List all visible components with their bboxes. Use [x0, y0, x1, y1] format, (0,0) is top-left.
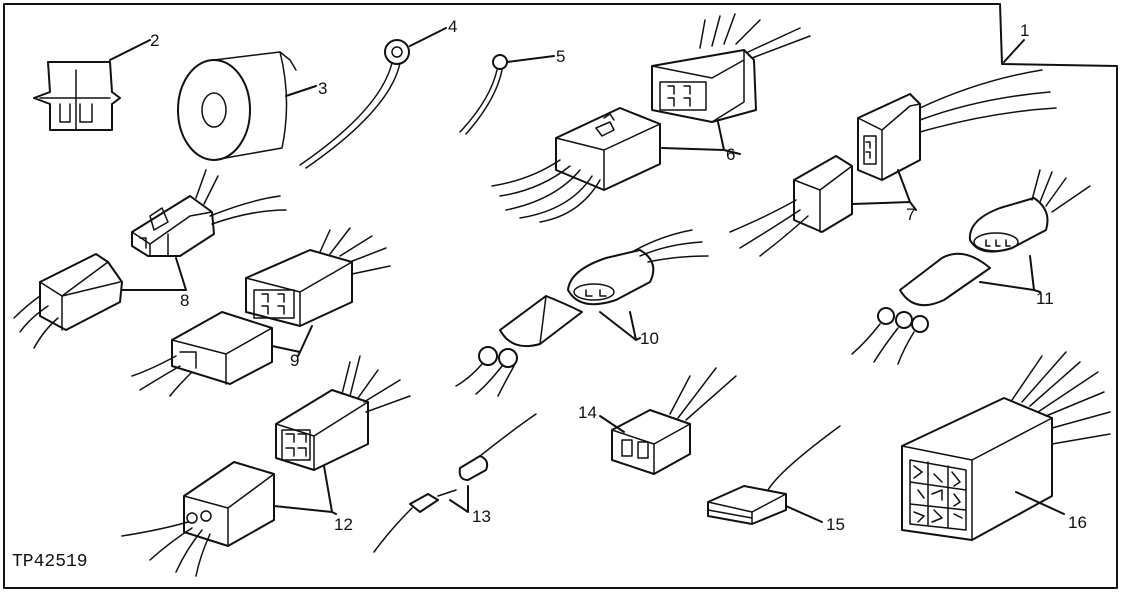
tape-roll-part [177, 51, 317, 161]
callout-4: 4 [448, 17, 457, 36]
callout-2: 2 [150, 31, 159, 50]
two-way-connector-part [729, 69, 1057, 257]
callout-5: 5 [556, 47, 565, 66]
ring-terminal-part [299, 27, 447, 169]
rectangular-connector-part [131, 227, 391, 397]
callout-3: 3 [318, 79, 327, 98]
two-way-socket-part [599, 367, 737, 475]
four-pin-connector-part [121, 355, 411, 577]
callout-12: 12 [334, 515, 353, 534]
callout-7: 7 [906, 205, 915, 224]
spade-connector-part [13, 169, 287, 349]
kit-panel-outline [3, 3, 1118, 589]
callout-16: 16 [1068, 513, 1087, 532]
multi-pin-connector-part [491, 13, 811, 223]
figure-id: TP42519 [12, 552, 88, 572]
callout-leader-1 [1003, 39, 1025, 63]
callout-8: 8 [180, 291, 189, 310]
splice-clip-part [33, 39, 151, 131]
callout-10: 10 [640, 329, 659, 348]
large-multi-pin-connector-part [901, 351, 1111, 541]
small-ring-terminal-part [459, 54, 555, 135]
callout-9: 9 [290, 351, 299, 370]
bullet-terminal-part [373, 413, 537, 553]
callout-6: 6 [726, 145, 735, 164]
callout-11: 11 [1036, 289, 1054, 308]
callout-15: 15 [826, 515, 845, 534]
three-pin-round-connector-part [851, 169, 1091, 365]
callout-1: 1 [1020, 21, 1029, 40]
callout-14: 14 [578, 403, 597, 422]
two-pin-round-connector-part [455, 229, 709, 397]
flat-connector-part [707, 425, 841, 525]
callout-13: 13 [472, 507, 491, 526]
